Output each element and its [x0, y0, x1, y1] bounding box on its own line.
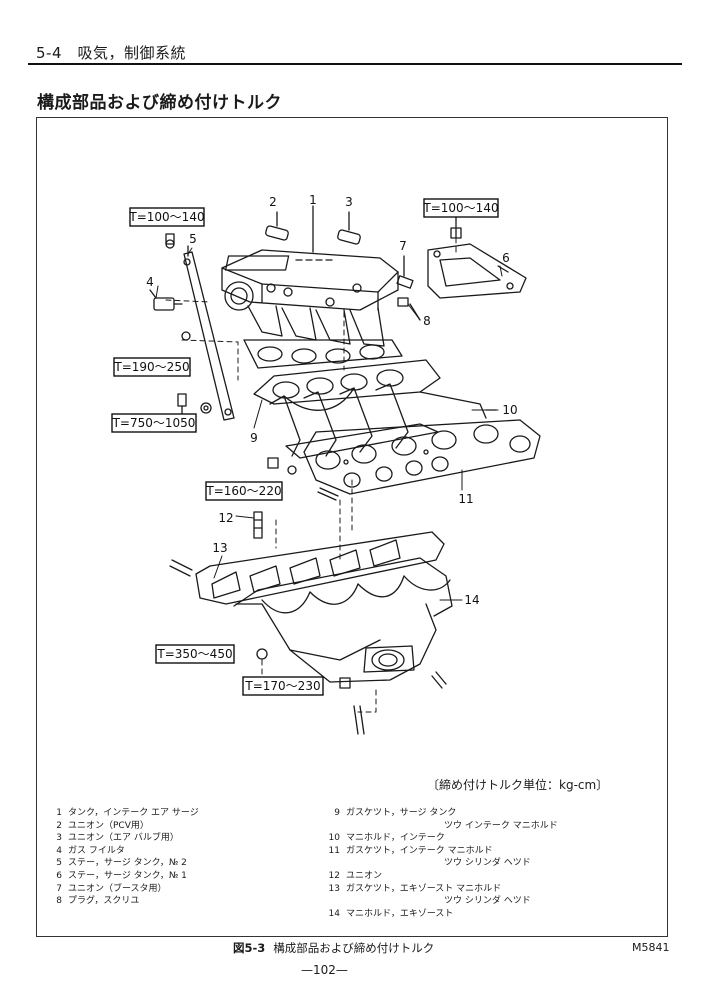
union-7-part — [396, 255, 414, 289]
gasket-11-part — [303, 419, 541, 495]
callout-1: 1 — [309, 193, 317, 207]
callout-5: 5 — [189, 232, 197, 246]
section-title: 構成部品および締め付けトルク — [37, 93, 282, 113]
callout-6: 6 — [502, 251, 510, 265]
section-header: 5-4 吸気，制御系統 — [36, 44, 187, 62]
torque-box-2: T=100〜140 — [422, 198, 499, 218]
callout-8: 8 — [423, 314, 431, 328]
torque-box-4: T=750〜1050 — [111, 413, 197, 433]
callout-9: 9 — [250, 431, 258, 445]
union-3-part — [337, 211, 361, 245]
union-2-part — [265, 211, 289, 241]
torque-box-7: T=170〜230 — [242, 676, 324, 696]
legend-item-continuation: ツウ シリンダ ヘツド — [444, 896, 531, 907]
figure-caption-text: 構成部品および締め付けトルク — [273, 941, 435, 955]
figure-number: 図5-3 — [233, 941, 266, 955]
callout-7: 7 — [399, 239, 407, 253]
stay-5-part — [165, 233, 235, 421]
gasket-13-part — [169, 531, 445, 605]
plug-8-part — [397, 297, 421, 321]
figure-caption: 図5-3 構成部品および締め付けトルク — [233, 940, 434, 956]
callout-10: 10 — [502, 403, 517, 417]
torque-text: T=170〜230 — [244, 679, 320, 693]
gasket-9-part — [253, 359, 441, 405]
torque-box-5: T=160〜220 — [205, 481, 283, 501]
callout-4: 4 — [146, 275, 154, 289]
torque-text: T=160〜220 — [205, 484, 281, 498]
torque-text: T=750〜1050 — [112, 416, 196, 430]
torque-text: T=100〜140 — [422, 201, 498, 215]
surge-tank-part — [221, 249, 403, 369]
figure-code: M5841 — [632, 941, 670, 954]
torque-text: T=190〜250 — [113, 360, 189, 374]
legend-item-continuation: ツウ インテーク マニホルド — [444, 820, 558, 831]
page-number: —102— — [301, 963, 348, 977]
torque-box-1: T=100〜140 — [128, 207, 205, 227]
torque-box-3: T=190〜250 — [113, 357, 191, 377]
callout-2: 2 — [269, 195, 277, 209]
stay-6-part — [427, 217, 527, 299]
callout-11: 11 — [458, 492, 473, 506]
exhaust-manifold-14-part — [233, 557, 453, 689]
header-rule — [28, 63, 682, 65]
union-12-part — [253, 511, 263, 539]
torque-box-6: T=350〜450 — [155, 644, 235, 664]
callout-14: 14 — [464, 593, 479, 607]
figure-frame — [36, 117, 668, 937]
torque-text: T=100〜140 — [128, 210, 204, 224]
callout-3: 3 — [345, 195, 353, 209]
torque-text: T=350〜450 — [156, 647, 232, 661]
callout-13: 13 — [212, 541, 227, 555]
legend-item-continuation: ツウ シリンダ ヘツド — [444, 858, 531, 869]
callout-12: 12 — [218, 511, 233, 525]
unit-note: 〔締め付けトルク単位：kg-cm〕 — [427, 778, 609, 792]
